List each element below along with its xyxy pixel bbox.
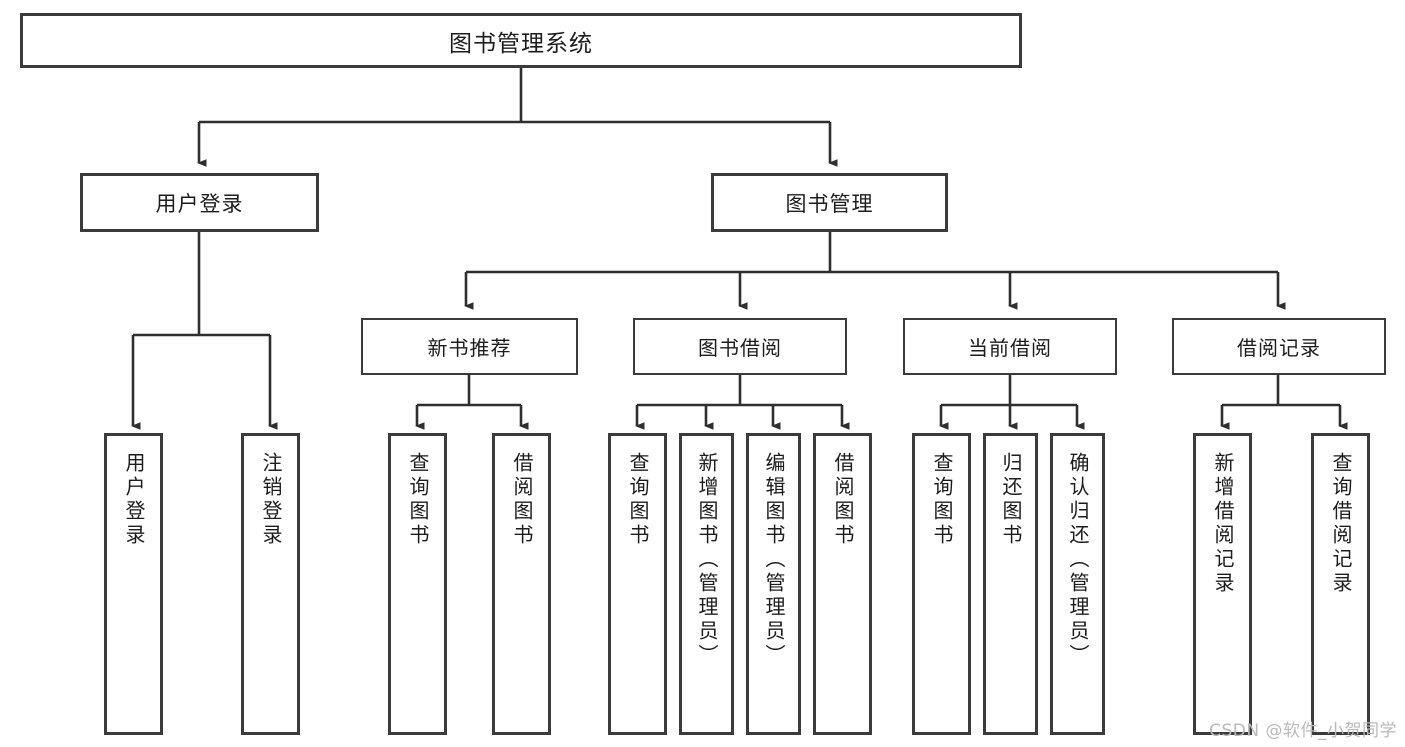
leaf-query-record-label: 查询借阅记录 xyxy=(1329,452,1353,596)
leaf-add-book-label: 新增图书（管理员） xyxy=(695,452,719,668)
node-root-label: 图书管理系统 xyxy=(449,30,593,57)
node-user-login[interactable]: 用户登录 xyxy=(80,173,319,232)
node-book-borrow[interactable]: 图书借阅 xyxy=(633,318,847,375)
leaf-borrow-book-1[interactable]: 借阅图书 xyxy=(492,433,551,735)
leaf-query-book-1[interactable]: 查询图书 xyxy=(388,433,447,735)
leaf-edit-book-label: 编辑图书（管理员） xyxy=(762,452,786,668)
leaf-query-book-2-label: 查询图书 xyxy=(626,452,650,548)
node-new-book-recommend[interactable]: 新书推荐 xyxy=(361,318,578,375)
node-current-borrow-label: 当前借阅 xyxy=(968,336,1052,360)
leaf-add-record-label: 新增借阅记录 xyxy=(1211,452,1235,596)
leaf-query-book-1-label: 查询图书 xyxy=(406,452,430,548)
node-book-management[interactable]: 图书管理 xyxy=(711,173,948,232)
leaf-query-book-2[interactable]: 查询图书 xyxy=(608,433,667,735)
node-user-login-label: 用户登录 xyxy=(155,191,244,216)
leaf-return-book[interactable]: 归还图书 xyxy=(983,433,1038,735)
leaf-borrow-book-2-label: 借阅图书 xyxy=(831,452,855,548)
node-book-borrow-label: 图书借阅 xyxy=(698,336,782,360)
leaf-add-record[interactable]: 新增借阅记录 xyxy=(1193,433,1252,735)
leaf-borrow-book-2[interactable]: 借阅图书 xyxy=(813,433,872,735)
leaf-query-book-3[interactable]: 查询图书 xyxy=(912,433,971,735)
leaf-user-login-label: 用户登录 xyxy=(122,452,146,548)
node-new-book-recommend-label: 新书推荐 xyxy=(427,336,512,360)
leaf-user-login[interactable]: 用户登录 xyxy=(104,433,163,735)
leaf-logout-login[interactable]: 注销登录 xyxy=(241,433,300,735)
leaf-logout-login-label: 注销登录 xyxy=(259,452,283,548)
leaf-query-book-3-label: 查询图书 xyxy=(930,452,954,548)
node-borrow-record[interactable]: 借阅记录 xyxy=(1172,318,1386,375)
node-root[interactable]: 图书管理系统 xyxy=(20,13,1022,68)
leaf-add-book[interactable]: 新增图书（管理员） xyxy=(679,433,734,735)
node-book-management-label: 图书管理 xyxy=(785,191,874,216)
leaf-confirm-return[interactable]: 确认归还（管理员） xyxy=(1050,433,1105,735)
leaf-return-book-label: 归还图书 xyxy=(999,452,1023,548)
leaf-edit-book[interactable]: 编辑图书（管理员） xyxy=(746,433,801,735)
leaf-borrow-book-1-label: 借阅图书 xyxy=(510,452,534,548)
leaf-confirm-return-label: 确认归还（管理员） xyxy=(1066,452,1090,668)
watermark: CSDN @软件_小贺同学 xyxy=(1209,721,1397,741)
node-current-borrow[interactable]: 当前借阅 xyxy=(903,318,1117,375)
leaf-query-record[interactable]: 查询借阅记录 xyxy=(1311,433,1370,735)
node-borrow-record-label: 借阅记录 xyxy=(1237,336,1321,360)
